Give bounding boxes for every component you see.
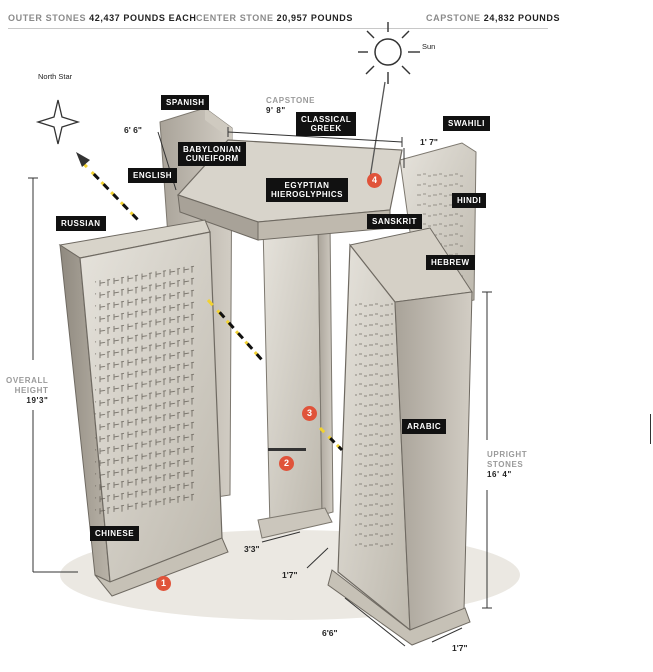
north-star-label: North Star: [38, 72, 73, 81]
tag-chinese-text: CHINESE: [95, 529, 135, 538]
sun-label: Sun: [422, 42, 436, 51]
tag-hindi: HINDI: [452, 193, 487, 208]
center-stone: [257, 217, 334, 539]
tag-hebrew-text: HEBREW: [431, 258, 470, 267]
outer-stones-weight: OUTER STONES 42,437 POUNDS EACH: [8, 13, 197, 23]
base-thick-dim: 1'7": [452, 643, 468, 653]
tag-spanish: SPANISH: [161, 95, 210, 110]
tag-classical-text-2: GREEK: [310, 124, 342, 133]
dimension-lines: [28, 127, 492, 647]
marker-3: 3: [302, 406, 317, 421]
tag-hebrew: HEBREW: [426, 255, 475, 270]
center-thick-dim: 1'7": [282, 570, 298, 580]
center-stone-weight: CENTER STONE 20,957 POUNDS: [196, 13, 353, 23]
right-front-stone: [327, 227, 473, 646]
overall-height-dim: OVERALL HEIGHT 19'3": [6, 376, 49, 405]
cap-depth-dim: 6' 6": [124, 125, 142, 135]
sightline-arrowhead: [76, 152, 90, 167]
tag-egyptian-text-1: EGYPTIAN: [284, 181, 330, 190]
tag-chinese: CHINESE: [90, 526, 140, 541]
tag-babylonian: BABYLONIAN CUNEIFORM: [178, 142, 247, 166]
tag-classical-text-1: CLASSICAL: [301, 115, 352, 124]
tag-english-text: ENGLISH: [133, 171, 173, 180]
tag-russian: RUSSIAN: [56, 216, 106, 231]
tag-swahili-text: SWAHILI: [448, 119, 485, 128]
header-rule: [8, 28, 548, 29]
upright-stones-dim: UPRIGHT STONES 16' 4": [487, 450, 528, 479]
tag-classical-greek: CLASSICAL GREEK: [296, 112, 357, 136]
tag-hindi-text: HINDI: [457, 196, 482, 205]
marker-1: 1: [156, 576, 171, 591]
tag-babylonian-text-1: BABYLONIAN: [183, 145, 242, 154]
tag-spanish-text: SPANISH: [166, 98, 205, 107]
capstone-dim-label: CAPSTONE 9' 8": [266, 96, 316, 115]
tag-egyptian: EGYPTIAN HIEROGLYPHICS: [266, 178, 348, 202]
edge-tick: [650, 414, 651, 444]
capstone-weight: CAPSTONE 24,832 POUNDS: [426, 13, 561, 23]
tag-egyptian-text-2: HIEROGLYPHICS: [271, 190, 343, 199]
sun-icon: [358, 22, 420, 179]
marker-4: 4: [367, 173, 382, 188]
tag-babylonian-text-2: CUNEIFORM: [185, 154, 239, 163]
center-width-dim: 3'3": [244, 544, 260, 554]
north-star-sightline: [80, 160, 344, 452]
tag-swahili: SWAHILI: [443, 116, 490, 131]
tag-english: ENGLISH: [128, 168, 178, 183]
tag-russian-text: RUSSIAN: [61, 219, 101, 228]
cap-thick-dim: 1' 7": [420, 137, 438, 147]
tag-arabic: ARABIC: [402, 419, 447, 434]
base-width-dim: 6'6": [322, 628, 338, 638]
tag-arabic-text: ARABIC: [407, 422, 442, 431]
tag-sanskrit-text: SANSKRIT: [372, 217, 417, 226]
left-front-stone: [58, 219, 229, 597]
north-star-icon: [35, 99, 81, 145]
tag-sanskrit: SANSKRIT: [367, 214, 422, 229]
marker-2: 2: [279, 456, 294, 471]
